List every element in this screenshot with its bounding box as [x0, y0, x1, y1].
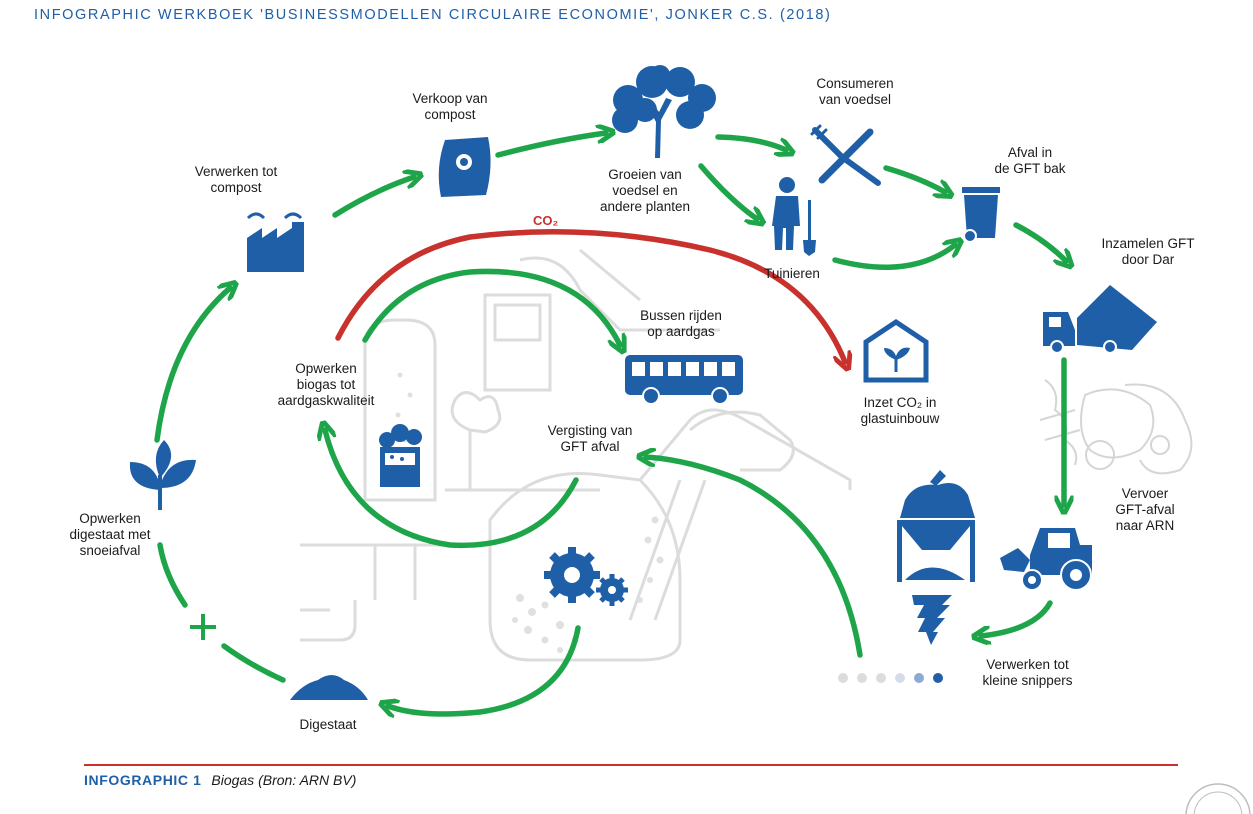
arrow-transport-to-chipping: [981, 600, 1053, 636]
page-header: INFOGRAPHIC WERKBOEK 'BUSINESSMODELLEN C…: [34, 7, 832, 23]
flow-arrows: [154, 133, 1066, 714]
label-tuinieren: Tuinieren: [764, 266, 820, 281]
shredder-icon: [897, 470, 975, 645]
arrow-grow-to-consume: [715, 134, 786, 150]
arrow-digestion-to-upgrade: [325, 430, 579, 549]
label-digestaat: Digestaat: [299, 717, 357, 732]
corner-seal-logo: [1185, 783, 1251, 814]
bus-icon: [625, 355, 743, 405]
plus-sign: [190, 614, 216, 640]
diagram-canvas: [129, 65, 1193, 794]
plant-leaves-icon: [129, 440, 196, 510]
arrow-digestate-to-compost: [154, 288, 230, 443]
gears-icon: [544, 547, 628, 606]
compost-bag-icon: [438, 137, 491, 197]
caption-tag: INFOGRAPHIC 1: [84, 772, 202, 788]
caption-divider: [84, 764, 1178, 766]
arrow-chipping-to-digestion: [646, 457, 863, 658]
arrow-bin-to-collect: [1013, 222, 1066, 261]
waste-pile-illustration: [1039, 379, 1193, 475]
biogas-tank-icon: [379, 424, 422, 487]
infographic: INFOGRAPHIC WERKBOEK 'BUSINESSMODELLEN C…: [34, 7, 1251, 814]
garbage-truck-icon: [1043, 285, 1157, 354]
tree-icon: [612, 65, 716, 158]
greenhouse-icon: [863, 318, 929, 383]
arrow-digestion-to-digestate: [388, 625, 581, 714]
caption-text: Biogas (Bron: ARN BV): [211, 772, 357, 788]
tractor-icon: [1000, 528, 1092, 591]
arrow-compost-to-sale: [332, 177, 414, 218]
cutlery-icon: [810, 124, 881, 186]
co2-arrow: [335, 229, 845, 362]
arrow-upgrade-to-bus: [362, 268, 620, 345]
arrow-grow-to-garden: [698, 163, 757, 219]
arrow-garden-to-bin: [832, 245, 955, 270]
progress-dots: [838, 673, 943, 683]
gardener-icon: [772, 177, 816, 256]
waste-bin-icon: [962, 187, 1000, 243]
particle-dots: [395, 372, 664, 653]
figure-caption: INFOGRAPHIC 1 Biogas (Bron: ARN BV): [84, 772, 356, 788]
digestate-pile-icon: [290, 675, 368, 700]
factory-icon: [246, 212, 304, 272]
arrow-plus-to-upgrade-digestate: [157, 542, 188, 608]
co2-label: CO₂: [533, 213, 559, 228]
arrow-digestate-to-plus: [221, 643, 286, 683]
arrow-sale-to-grow: [495, 133, 606, 158]
biogas-plant-illustration: [300, 248, 852, 662]
arrow-consume-to-bin: [883, 165, 945, 192]
